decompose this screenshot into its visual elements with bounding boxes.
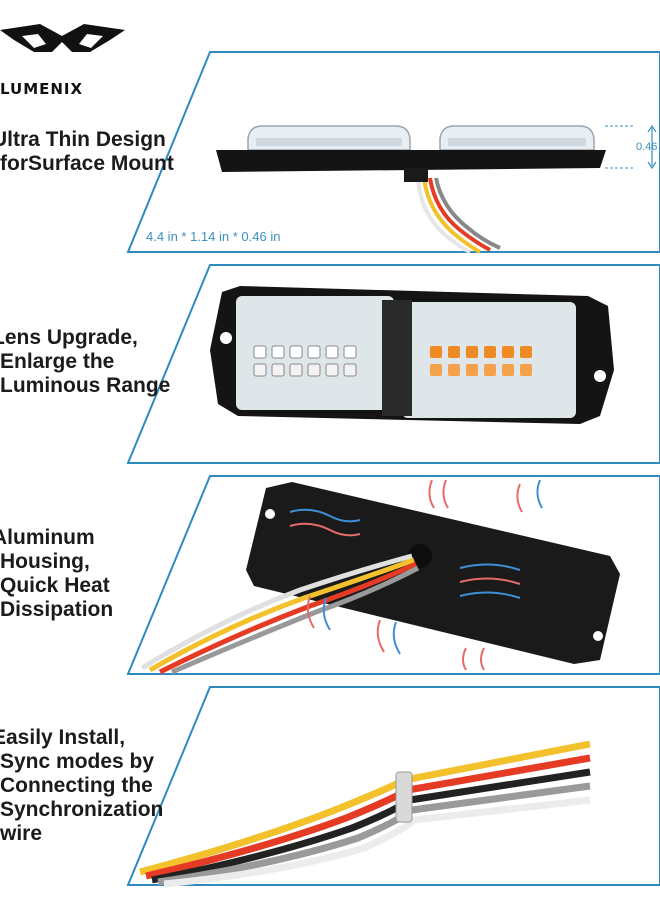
feature-caption-aluminum-housing: Aluminum Housing, Quick Heat Dissipation xyxy=(0,526,114,621)
feature-caption-lens-upgrade: Lens Upgrade, Enlarge the Luminous Range xyxy=(0,326,171,397)
sync-wires xyxy=(139,740,591,888)
dimension-thickness-label: 0.46 xyxy=(636,141,658,153)
light-side-view xyxy=(216,124,657,254)
light-back-view xyxy=(140,479,620,675)
amber-led-row xyxy=(430,346,532,376)
heat-arrows-icon xyxy=(289,479,543,671)
brand-logo: LUMENIX xyxy=(0,22,125,98)
dimension-size-label: 4.4 in * 1.14 in * 0.46 in xyxy=(146,229,281,244)
owl-eyes-icon xyxy=(0,24,125,52)
white-led-row xyxy=(253,345,357,377)
brand-name: LUMENIX xyxy=(0,80,84,98)
feature-caption-thin-design: Ultra Thin Design forSurface Mount xyxy=(0,128,174,175)
light-front-view xyxy=(210,286,614,424)
feature-caption-sync-wire: Easily Install, Sync modes by Connecting… xyxy=(0,726,164,845)
